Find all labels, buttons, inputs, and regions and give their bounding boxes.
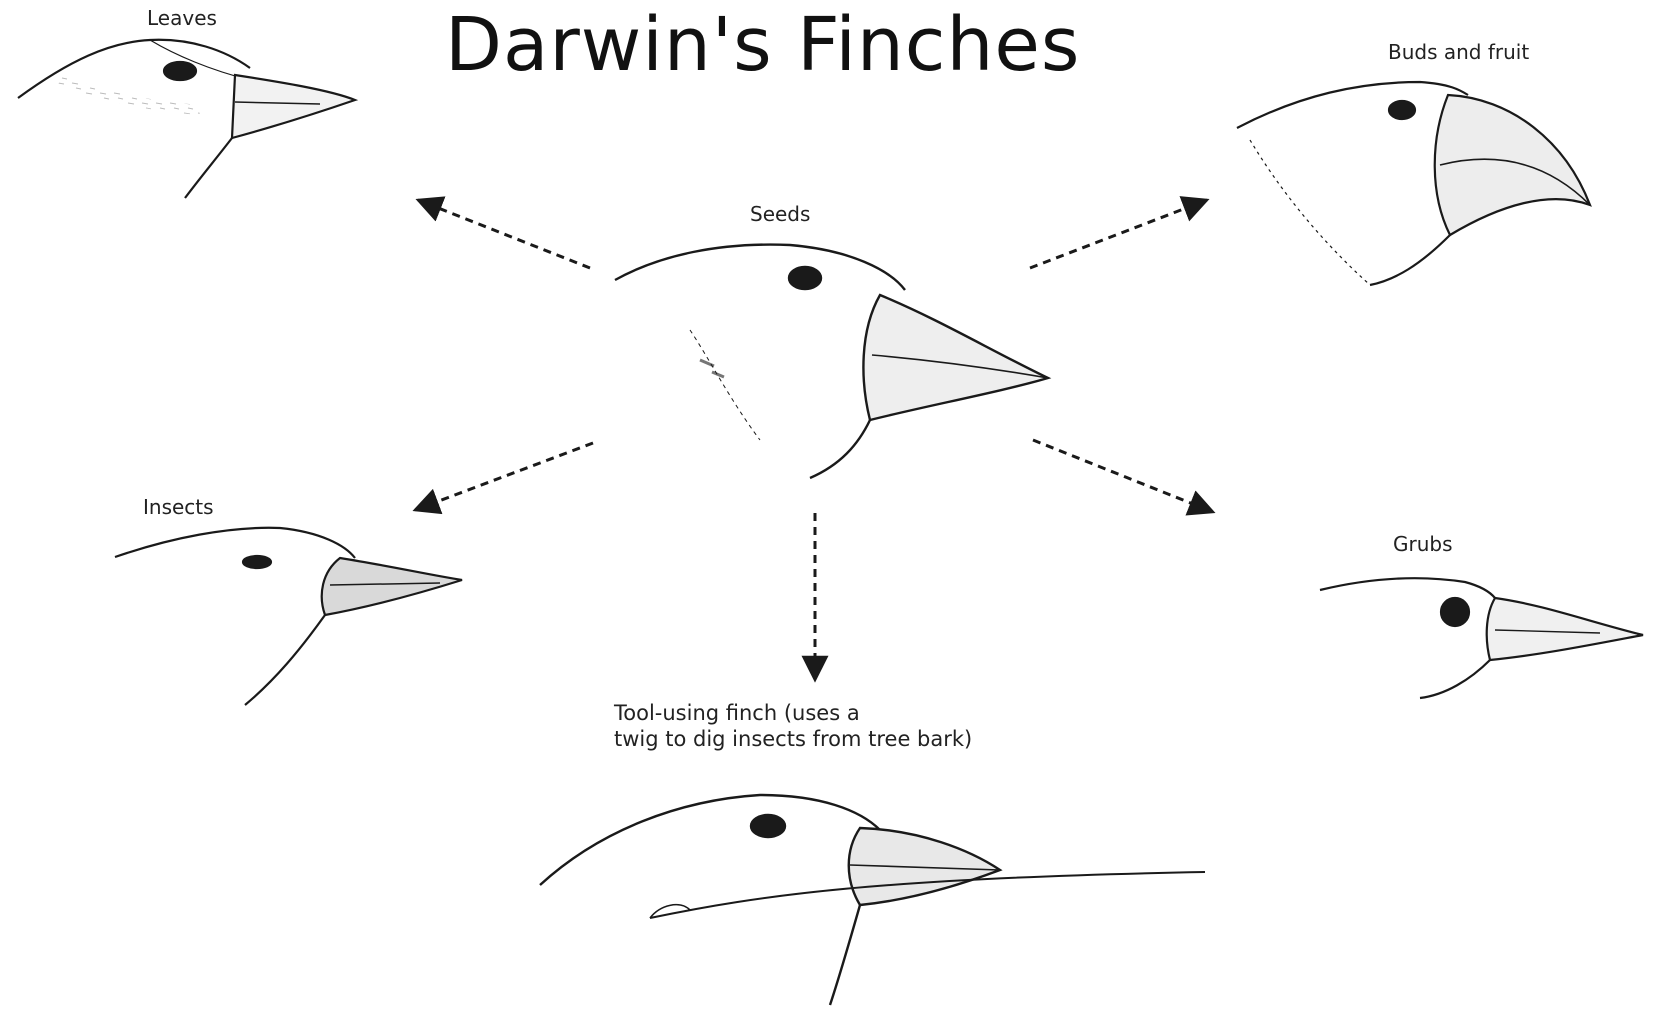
label-tool-using-finch: Tool-using finch (uses a twig to dig ins…	[614, 700, 972, 752]
arrow-to-leaves	[418, 200, 590, 268]
grubs-finch-head	[1320, 578, 1643, 698]
label-grubs: Grubs	[1393, 532, 1453, 556]
arrow-to-grubs	[1033, 440, 1213, 512]
label-leaves: Leaves	[147, 6, 217, 30]
seeds-finch-head	[615, 245, 1048, 478]
insects-finch-head	[115, 528, 462, 705]
tool-caption-line-2: twig to dig insects from tree bark)	[614, 726, 972, 752]
label-insects: Insects	[143, 495, 214, 519]
tool-finch-head	[540, 795, 1205, 1005]
buds-finch-head	[1237, 82, 1590, 285]
tool-caption-line-1: Tool-using finch (uses a	[614, 700, 972, 726]
label-buds-and-fruit: Buds and fruit	[1388, 40, 1529, 64]
arrow-to-buds	[1030, 200, 1207, 268]
label-seeds: Seeds	[750, 202, 810, 226]
arrow-to-insects	[415, 443, 593, 510]
leaves-finch-head	[18, 40, 355, 198]
